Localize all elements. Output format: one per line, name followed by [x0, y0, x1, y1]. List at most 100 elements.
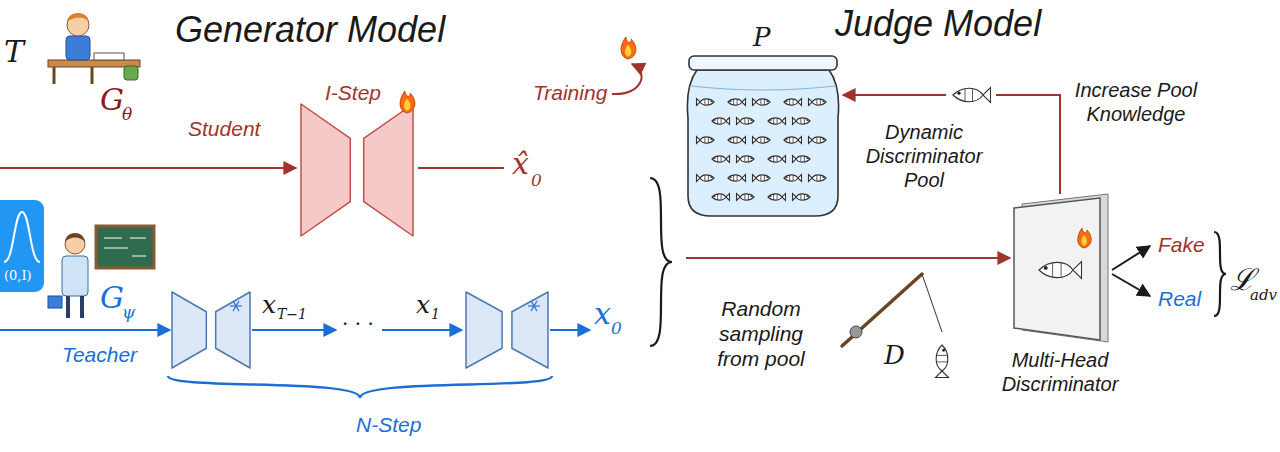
fish-icon [774, 156, 778, 162]
math-symbol: x [594, 296, 611, 332]
fish-icon [728, 137, 746, 144]
flame-icon [625, 45, 631, 57]
role-label: Teacher [62, 342, 137, 367]
fish-icon [768, 118, 786, 125]
fish-icon [718, 194, 722, 200]
student-illustration [67, 14, 89, 36]
fish-icon [957, 92, 960, 95]
fish-icon [712, 156, 730, 163]
fish-icon [734, 175, 738, 181]
noise-box [0, 200, 44, 292]
teacher-illustration [66, 296, 70, 318]
fish-icon [737, 118, 755, 125]
teacher-input-arrow [0, 329, 170, 331]
ellipsis: · · · [342, 312, 374, 336]
pool-label: Dynamic Discriminator Pool [851, 120, 997, 192]
fish-icon [786, 176, 788, 178]
fish-icon [745, 156, 749, 162]
snowflake-icon [531, 301, 537, 311]
fish-icon [784, 175, 802, 182]
fish-icon [753, 137, 771, 144]
student-network [364, 104, 413, 236]
fish-icon [809, 99, 827, 106]
fish-icon [770, 119, 772, 121]
math-subscript: ψ [122, 302, 135, 322]
fish-icon [728, 175, 746, 182]
snowflake-icon [528, 301, 540, 311]
fish-icon [753, 137, 771, 144]
section-title: Judge Model [835, 2, 1041, 45]
fish-icon [936, 345, 949, 378]
noise-box [0, 200, 44, 292]
fish-icon [730, 138, 732, 140]
flame-icon [621, 37, 636, 59]
fish-icon [784, 137, 802, 144]
fish-icon [697, 137, 715, 144]
math-symbol: G [100, 82, 124, 118]
fish-icon [774, 118, 778, 124]
fish-icon [737, 118, 755, 125]
fish-icon [712, 118, 730, 125]
teacher-illustration [65, 233, 85, 242]
fish-icon [705, 137, 709, 143]
fishing-rod [842, 274, 949, 378]
fishing-rod [922, 274, 942, 332]
step-label: N-Step [356, 412, 421, 437]
fish-icon [786, 138, 788, 140]
fish-icon [965, 89, 973, 101]
fish-icon [937, 355, 947, 362]
fish-icon [705, 99, 709, 105]
fish-icon [697, 175, 715, 182]
teacher-illustration [80, 296, 84, 318]
output-label: Real [1158, 286, 1201, 311]
fish-icon [745, 118, 749, 124]
flame-icon [1078, 228, 1091, 248]
math-symbol: G [100, 280, 124, 316]
math-symbol: P [753, 22, 771, 53]
fish-icon [697, 99, 715, 106]
fish-icon [801, 194, 805, 200]
math-subscript: θ [122, 104, 132, 124]
process-label: Random sampling from pool [700, 296, 822, 372]
teacher-network [512, 292, 548, 368]
fish-icon [768, 118, 786, 125]
fish-icon [730, 100, 732, 102]
teacher-network [466, 292, 502, 368]
node-shape [297, 82, 417, 240]
fish-icon [770, 157, 772, 159]
fish-icon [737, 156, 755, 163]
fish-icon [737, 194, 755, 201]
fish-icon [753, 175, 771, 182]
fish-icon [712, 118, 730, 125]
teacher-network [172, 292, 250, 368]
teacher-illustration [104, 238, 146, 256]
step-label: I-Step [325, 80, 381, 105]
math-symbol: x [416, 290, 430, 320]
fish-icon [784, 99, 802, 106]
fish-icon [801, 156, 805, 162]
fish-icon [705, 175, 709, 181]
fish-icon [793, 156, 811, 163]
fish-icon [793, 118, 811, 125]
fish-icon [753, 175, 771, 182]
fish-icon [806, 119, 808, 121]
flame-icon [404, 99, 410, 111]
fish-icon [790, 175, 794, 181]
fish-icon [793, 194, 811, 201]
fishing-rod [842, 274, 922, 346]
flame-icon [1081, 235, 1087, 246]
fish-icon [822, 176, 824, 178]
fish-icon [809, 175, 827, 182]
fish-icon [953, 88, 991, 103]
fish-icon [745, 194, 749, 200]
fish-icon [712, 156, 730, 163]
input-arrow [0, 167, 296, 169]
teacher-illustration [65, 234, 85, 254]
snowflake-icon [233, 301, 239, 311]
fish-icon [714, 195, 716, 197]
real-arrow [1112, 274, 1150, 296]
fish-icon [809, 137, 827, 144]
fish-icon [953, 88, 991, 103]
math-symbol: x [262, 290, 276, 320]
